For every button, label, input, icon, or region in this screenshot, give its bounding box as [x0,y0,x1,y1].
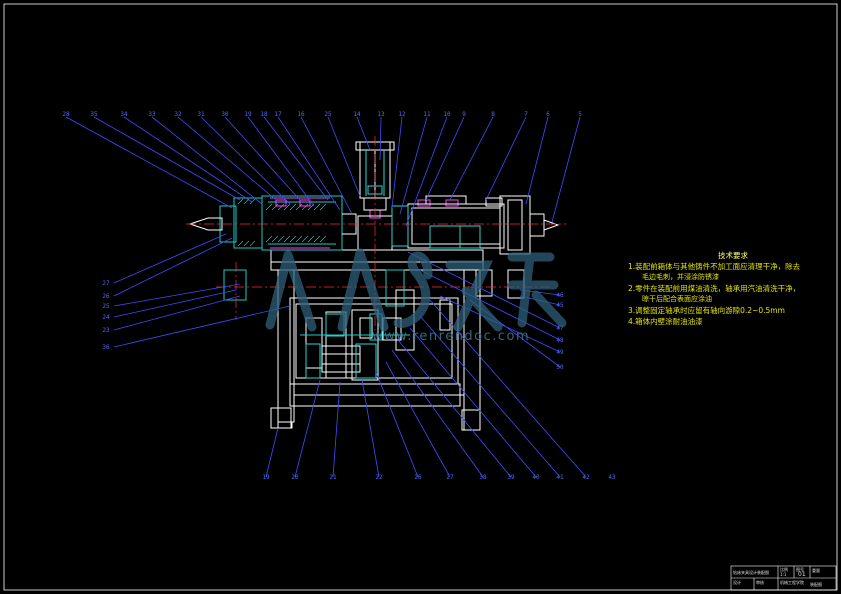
title-block-cell-0: 钻床夹具设计装配图 [733,569,769,575]
part-label-right: 45 [556,302,564,309]
part-label-top: 13 [377,111,385,118]
motor-drive [300,309,410,381]
part-label-top: 16 [297,111,305,118]
part-label-top: 18 [260,111,268,118]
headstock-right-cyan [391,205,481,249]
part-label-bottom: 38 [479,474,487,481]
requirement-line: 3.调整固定轴承时应留有轴向游隙0.2~0.5mm [628,306,785,315]
headstock-section-hatch [237,198,327,247]
part-label-top: 17 [274,111,282,118]
title-block-cell-9: 装配图 [810,581,822,587]
part-label-left: 24 [102,314,110,321]
requirement-line: 1.装配前箱体与其他铸件不加工面应清理干净，除去 [628,262,801,271]
part-label-bottom: 27 [446,474,454,481]
technical-requirements: 技术要求 1.装配前箱体与其他铸件不加工面应清理干净，除去毛边毛刺，并浸涂防锈漆… [628,250,828,327]
part-label-top: 8 [491,111,495,118]
part-label-top: 35 [90,111,98,118]
title-block-cell-1: 比例 [780,566,788,572]
part-label-right: 50 [556,364,564,371]
technical-requirements-lines: 1.装配前箱体与其他铸件不加工面应清理干净，除去毛边毛刺，并浸涂防锈漆 2.零件在… [628,261,828,327]
part-label-bottom: 42 [582,474,590,481]
part-label-bottom: 20 [291,474,299,481]
part-label-top: 7 [524,111,528,118]
headstock-left [219,195,405,307]
title-block-cell-6: 设计 [733,579,741,585]
part-label-right: 47 [556,325,564,332]
part-label-right: 48 [556,337,564,344]
part-label-top: 28 [62,111,70,118]
requirement-line: 4.箱体内壁涂耐油油漆 [628,317,703,326]
watermark-url: www.renrendoc.com [372,329,531,344]
center-lines [186,136,566,330]
part-label-top: 9 [462,111,466,118]
title-block-cell-2: 1:1 [780,572,787,577]
title-block-text: 钻床夹具设计装配图 比例 1:1 图号 01 重量 设计 审核 机械工程学院 装… [733,566,822,587]
requirement-line: 2.零件在装配前用煤油清洗，轴承用汽油清洗干净， [628,284,801,293]
part-label-top: 32 [174,111,182,118]
outer-frame [3,3,838,591]
part-label-top: 30 [221,111,229,118]
title-block-cell-3: 图号 [796,566,804,572]
part-label-left: 27 [102,280,110,287]
title-block-cell-8: 机械工程学院 [780,579,804,585]
part-label-left: 23 [102,327,110,334]
machine-assembly: 28 35 34 33 32 31 30 19 18 17 16 25 14 13 12 11 10 9 8 7 6 5 2… [62,111,616,481]
part-label-top: 14 [353,111,361,118]
part-label-top: 12 [398,111,406,118]
part-label-top: 33 [148,111,156,118]
technical-requirements-title: 技术要求 [718,251,748,260]
requirement-line: 晾干后配合表面应涂油 [642,295,712,303]
title-block-cell-4: 01 [798,571,806,578]
title-block-cell-7: 审核 [756,579,764,585]
title-block-cell-5: 重量 [812,567,820,573]
part-label-top: 31 [197,111,205,118]
part-label-bottom: 39 [507,474,515,481]
title-block-frame [730,565,837,591]
part-label-bottom: 40 [532,474,540,481]
part-label-bottom: 26 [414,474,422,481]
part-label-top: 11 [423,111,431,118]
part-label-top: 5 [578,111,582,118]
part-label-bottom: 21 [329,474,337,481]
part-number-labels: 28 35 34 33 32 31 30 19 18 17 16 25 14 13 12 11 10 9 8 7 6 5 2… [62,111,616,481]
part-label-left: 26 [102,293,110,300]
part-label-top: 25 [324,111,332,118]
part-label-left: 25 [102,303,110,310]
leader-lines [65,116,587,478]
part-label-top: 34 [120,111,128,118]
part-label-top: 10 [443,111,451,118]
part-label-top: 6 [546,111,550,118]
requirement-line: 毛边毛刺，并浸涂防锈漆 [642,273,719,281]
part-label-right: 46 [556,292,564,299]
part-label-bottom: 41 [556,474,564,481]
part-label-right: 49 [556,349,564,356]
part-label-bottom: 22 [375,474,383,481]
part-label-left: 36 [102,344,110,351]
part-label-bottom: 19 [262,474,270,481]
watermark-logo [265,248,567,332]
part-label-bottom: 43 [608,474,616,481]
part-label-top: 19 [244,111,252,118]
